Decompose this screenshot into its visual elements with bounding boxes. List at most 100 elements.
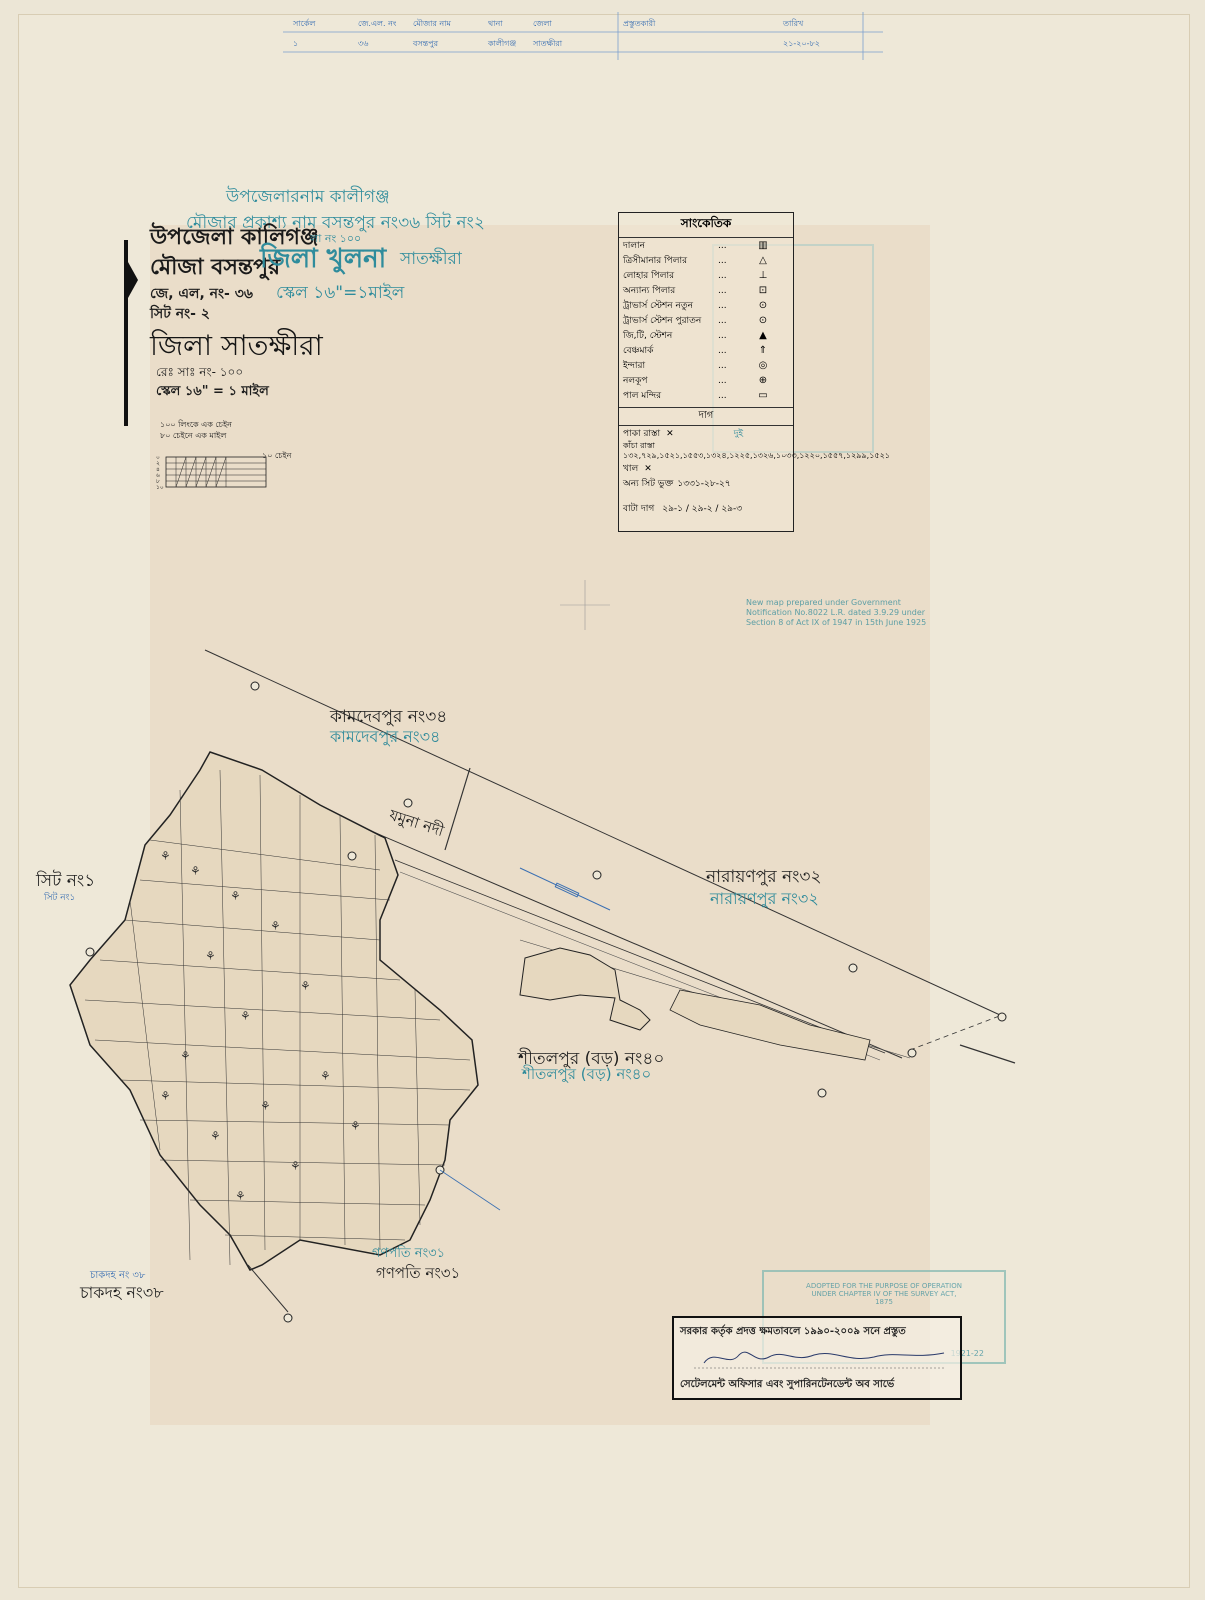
traverse-old-icon: ⊙	[758, 315, 768, 326]
legend-row: পাল মন্দির...▭	[619, 388, 793, 403]
legend-label: বাটা দাগ	[623, 504, 655, 514]
svg-text:⚘: ⚘	[260, 1099, 271, 1113]
header-cell: জে.এল. নং	[358, 19, 397, 28]
svg-text:⚘: ⚘	[320, 1069, 331, 1083]
district-teal-title2: সাতক্ষীরা	[400, 249, 462, 269]
place-shitalpur: শীতলপুর (বড়) নং৪০	[518, 1049, 665, 1069]
jl-number: জে, এল, নং- ৩৬	[150, 286, 253, 302]
place-kamdebpur: কামদেবপুর নং৩৪	[330, 707, 448, 727]
place-shitalpur-teal: শীতলপুর (বড়) নং৪০	[522, 1065, 652, 1083]
notification-line: Notification No.8022 L.R. dated 3.9.29 u…	[746, 608, 926, 617]
scale-note-1: ১০০ লিংকে এক চেইন	[160, 420, 232, 429]
legend-row: দালান...▥	[619, 238, 793, 253]
legend-row: পাকা রাস্তা✕দুই	[619, 426, 793, 441]
place-kamdebpur-teal: কামদেবপুর নং৩৪	[330, 727, 441, 746]
header-cell: ২১-২০-৮২	[783, 39, 820, 48]
legend-label: দালান	[623, 241, 646, 251]
signature-line-1: সরকার কর্তৃক প্রদত্ত ক্ষমতাবলে ১৯৯০-২০০৯…	[680, 1326, 906, 1337]
legend-row: লোহার পিলার...⊥	[619, 268, 793, 283]
scale-tick: ৬	[156, 472, 160, 479]
upazila-teal-title: উপজেলারনাম কালীগঞ্জ	[226, 187, 390, 207]
legend-kacha: কাঁচা রাস্তা ১৩২,৭২৯,১৫২১,১৫৫৩,১৩২৪,১২২৫…	[619, 441, 890, 461]
header-cell: সার্কেল	[293, 19, 316, 28]
district-title: জিলা সাতক্ষীরা	[150, 329, 323, 362]
legend-section: দাগ	[619, 407, 793, 426]
header-cell: তারিখ	[783, 19, 804, 28]
legend-row: অন্যান্য পিলার...⊡	[619, 283, 793, 298]
scale-tick: ৪	[156, 466, 160, 473]
reg-number: রেঃ সাঃ নং- ১০০	[156, 365, 244, 379]
legend-row: ট্রাভার্স স্টেশন নতুন...⊙	[619, 298, 793, 313]
legend-row: নলকূপ...⊕	[619, 373, 793, 388]
legend-row: জি,টি, স্টেশন...▲	[619, 328, 793, 343]
other-pillar-icon: ⊡	[758, 285, 768, 296]
traverse-stations	[85, 681, 1007, 1323]
legend-label: ট্রাভার্স স্টেশন নতুন	[623, 301, 693, 311]
signature-line-3: সেটেলমেন্ট অফিসার এবং সুপারিনটেনডেন্ট অব…	[680, 1379, 895, 1390]
legend-label: পাল মন্দির	[623, 391, 662, 401]
legend-label: কাঁচা রাস্তা	[623, 441, 655, 450]
scale-bar-graphic	[165, 456, 267, 488]
legend-title: সাংকেতিক	[619, 213, 793, 238]
legend-label: ট্রাভার্স স্টেশন পুরাতন	[623, 316, 702, 326]
title-bracket	[124, 240, 128, 426]
signature-box: সরকার কর্তৃক প্রদত্ত ক্ষমতাবলে ১৯৯০-২০০৯…	[672, 1316, 962, 1400]
scale-tick: ৮	[156, 478, 160, 485]
sheet-1-small: সিট নং১	[44, 893, 76, 903]
iron-pillar-icon: ⊥	[758, 270, 768, 281]
header-cell: বসন্তপুর	[413, 39, 439, 48]
header-cell: ১	[293, 39, 299, 48]
scale-tick: ২	[156, 460, 160, 467]
sheet-number: সিট নং- ২	[150, 306, 210, 322]
boundary-line	[959, 1044, 1016, 1064]
header-table: সার্কেল জে.এল. নং মৌজার নাম থানা জেলা প্…	[283, 12, 883, 60]
stamp-line: 1875	[875, 1298, 893, 1306]
stamp-line: ADOPTED FOR THE PURPOSE OF OPERATION	[806, 1282, 962, 1290]
boat-icon	[554, 882, 580, 898]
notification-line: Section 8 of Act IX of 1947 in 15th June…	[746, 618, 927, 627]
svg-text:⚘: ⚘	[300, 979, 311, 993]
legend-row: খাল✕	[619, 461, 793, 476]
gt-station-icon: ▲	[759, 330, 767, 341]
svg-text:⚘: ⚘	[190, 864, 201, 878]
scale-note-2: ৮০ চেইনে এক মাইল	[160, 431, 227, 440]
legend-label: জি,টি, স্টেশন	[623, 331, 673, 341]
legend-dut: দুই	[733, 429, 744, 439]
legend-row: ইন্দারা...◎	[619, 358, 793, 373]
legend-label: বেঞ্চমার্ক	[623, 346, 654, 356]
header-cell: কালীগঞ্জ	[488, 39, 517, 48]
svg-text:⚘: ⚘	[350, 1119, 361, 1133]
svg-text:⚘: ⚘	[210, 1129, 221, 1143]
legend-row: বেঞ্চমার্ক...⇑	[619, 343, 793, 358]
river-bank-line	[204, 649, 1001, 1016]
place-chakdah-teal: চাকদহ নং ৩৮	[90, 1270, 146, 1281]
mouza-title: মৌজা বসন্তপুর	[150, 255, 281, 280]
place-narayanpur-teal: নারায়ণপুর নং৩২	[710, 889, 819, 908]
svg-text:⚘: ⚘	[270, 919, 281, 933]
scale-bar-ticks: ০ ২ ৪ ৬ ৮ ১০	[156, 455, 164, 491]
legend-label: ইন্দারা	[623, 361, 646, 371]
notification-line: New map prepared under Government	[746, 598, 901, 607]
legend-label: পাকা রাস্তা	[623, 429, 661, 439]
boundary-line	[247, 1264, 289, 1313]
legend-label: নলকূপ	[623, 376, 648, 386]
scale-teal: স্কেল ১৬"=১মাইল	[276, 283, 405, 303]
upazila-title: উপজেলা কালিগঞ্জ	[150, 225, 319, 250]
title-bracket-arrow	[128, 262, 138, 298]
place-chakdah: চাকদহ নং৩৮	[80, 1283, 164, 1302]
legend-label: লোহার পিলার	[623, 271, 675, 281]
well-icon: ◎	[758, 360, 768, 371]
tri-junction-icon: △	[759, 255, 767, 266]
temple-icon: ▭	[758, 390, 768, 401]
svg-text:⚘: ⚘	[235, 1189, 246, 1203]
legend-row: ট্রাভার্স স্টেশন পুরাতন...⊙	[619, 313, 793, 328]
header-cell: জেলা	[533, 19, 552, 28]
legend-row: ত্রিসীমানার পিলার...△	[619, 253, 793, 268]
header-table-lines	[283, 12, 883, 60]
legend-label: অন্য সিট ভুক্ত	[623, 479, 674, 489]
svg-text:⚘: ⚘	[240, 1009, 251, 1023]
svg-text:⚘: ⚘	[160, 1089, 171, 1103]
scale-tick: ০	[156, 454, 160, 461]
